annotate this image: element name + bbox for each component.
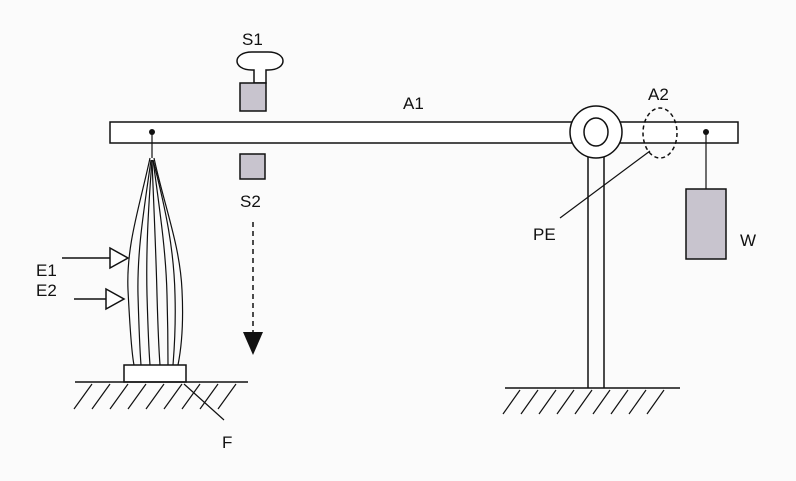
label-s1: S1 <box>242 30 263 49</box>
label-a2: A2 <box>648 85 669 104</box>
label-w: W <box>740 231 756 250</box>
label-e2: E2 <box>36 281 57 300</box>
stop-s1 <box>236 51 284 112</box>
a2-region <box>642 107 678 159</box>
label-pe: PE <box>533 225 556 244</box>
muscle <box>127 157 184 366</box>
stop-s2 <box>239 153 266 180</box>
downward-movement-arrow <box>243 222 263 355</box>
stand-post <box>587 150 605 388</box>
pivot-ring <box>569 105 623 159</box>
label-s2: S2 <box>240 192 261 211</box>
electrode-e1-arrow <box>62 246 130 270</box>
label-f: F <box>222 433 232 452</box>
label-a1: A1 <box>403 94 424 113</box>
ground-right <box>502 387 680 415</box>
foot-plate <box>123 364 187 383</box>
ground-left <box>73 381 248 410</box>
pe-leader-line <box>559 150 651 219</box>
weight-block <box>685 188 727 260</box>
label-e1: E1 <box>36 261 57 280</box>
f-leader-line <box>183 383 225 421</box>
electrode-e2-arrow <box>74 287 126 311</box>
